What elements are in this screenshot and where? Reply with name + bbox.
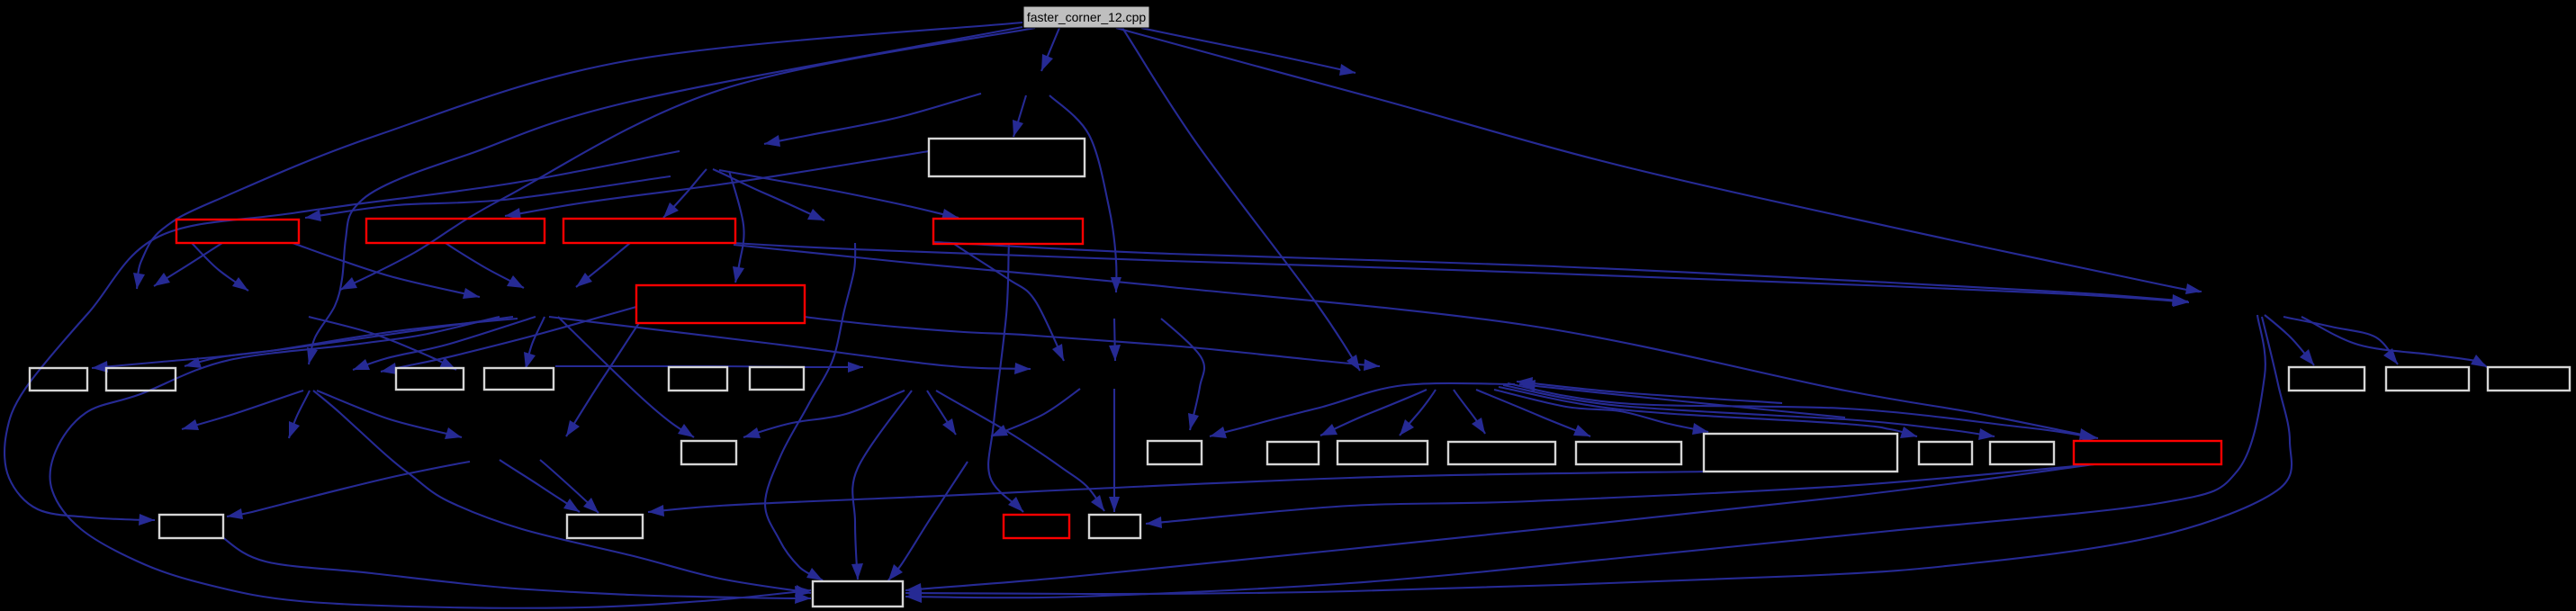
svg-text:faster_corner_12.cpp: faster_corner_12.cpp (1027, 10, 1147, 24)
